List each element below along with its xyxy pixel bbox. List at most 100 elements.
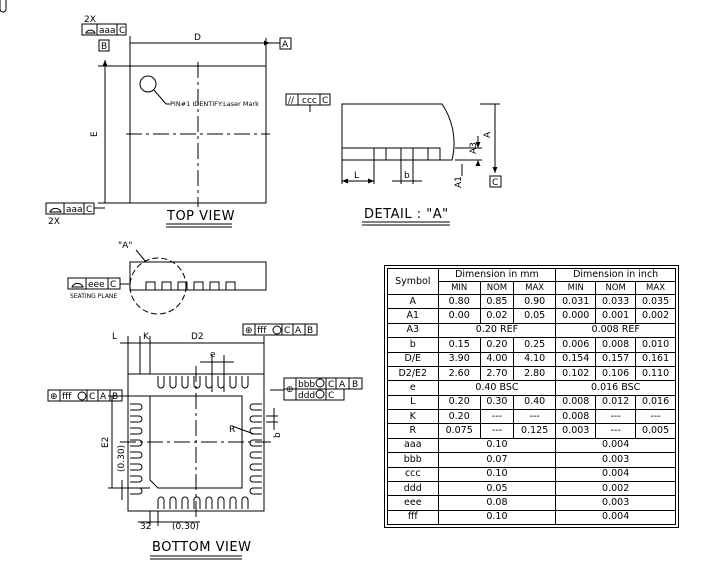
mm-header: Dimension in mm bbox=[437, 268, 557, 282]
sub-header: MIN bbox=[555, 281, 597, 295]
bottom-view-title: BOTTOM VIEW bbox=[152, 540, 251, 555]
span-cell: 0.08 bbox=[437, 495, 557, 511]
value-cell: 0.016 bbox=[635, 394, 676, 411]
datum-c-label-6: C bbox=[284, 326, 290, 336]
value-cell: 2.60 bbox=[437, 365, 481, 382]
dim-a3-label: A3 bbox=[469, 142, 479, 154]
value-cell: 0.00 bbox=[437, 308, 481, 324]
value-cell: 0.031 bbox=[555, 293, 597, 310]
bottom-dim-l: L bbox=[112, 332, 117, 342]
pin1-mark bbox=[139, 75, 157, 93]
value-cell: 0.25 bbox=[513, 337, 557, 353]
parallel-symbol: // bbox=[288, 96, 295, 106]
datum-b-label: B bbox=[101, 42, 107, 52]
symbol-cell: fff bbox=[387, 509, 439, 526]
datum-c-label: C bbox=[119, 26, 125, 36]
value-cell: --- bbox=[513, 408, 557, 425]
bottom-dim-030-v: (0.30) bbox=[117, 445, 127, 472]
value-cell: --- bbox=[635, 408, 676, 425]
datum-b-box bbox=[98, 39, 110, 52]
value-cell: 0.008 bbox=[555, 394, 597, 411]
fff-label: fff bbox=[257, 326, 267, 336]
symbol-cell: ddd bbox=[387, 480, 439, 497]
fff-frame-top bbox=[242, 323, 318, 336]
sub-header: MIN bbox=[437, 281, 481, 295]
exposed-pad bbox=[149, 395, 243, 489]
symbol-header: Symbol bbox=[387, 268, 439, 295]
detail-pad bbox=[400, 147, 414, 161]
position-icon-2: ⊕ bbox=[50, 392, 58, 402]
bottom-dim-b: b bbox=[273, 432, 283, 438]
bottom-view: ⊕ fff C A B ⊕ fff C A B ⊕ bbb C A B ddd … bbox=[0, 0, 363, 560]
bottom-dim-030-h: (0.30) bbox=[172, 522, 199, 532]
value-cell: 0.008 bbox=[555, 408, 597, 425]
ccc-label: ccc bbox=[302, 96, 317, 106]
symbol-cell: R bbox=[387, 423, 439, 439]
profile-icon bbox=[85, 29, 96, 34]
detail-pad bbox=[373, 147, 387, 161]
dim-a-label: A bbox=[483, 131, 493, 138]
detail-body bbox=[341, 103, 455, 161]
ddd-frame bbox=[283, 388, 345, 401]
datum-a-label-2: A bbox=[295, 326, 302, 336]
value-cell: 0.125 bbox=[513, 423, 557, 439]
value-cell: 0.012 bbox=[595, 394, 637, 411]
value-cell: 0.006 bbox=[555, 337, 597, 353]
symbol-cell: ccc bbox=[387, 466, 439, 482]
sub-header: NOM bbox=[595, 281, 637, 295]
value-cell: --- bbox=[479, 423, 515, 439]
value-cell: 0.003 bbox=[555, 423, 597, 439]
datum-c-box bbox=[489, 175, 502, 188]
bottom-dim-e2: E2 bbox=[101, 437, 111, 448]
value-cell: 0.85 bbox=[479, 293, 515, 310]
ddd-label: ddd bbox=[298, 391, 315, 401]
value-cell: 3.90 bbox=[437, 351, 481, 367]
symbol-cell: aaa bbox=[387, 437, 439, 454]
aaa-frame-top bbox=[81, 23, 127, 36]
span-cell: 0.004 bbox=[555, 509, 676, 526]
two-x-label-2: 2X bbox=[48, 217, 60, 227]
datum-a-label-3: A bbox=[100, 392, 107, 402]
aaa-label-2: aaa bbox=[66, 205, 83, 215]
span-cell: 0.20 REF bbox=[437, 322, 557, 339]
two-x-label: 2X bbox=[84, 15, 96, 25]
value-cell: 0.154 bbox=[555, 351, 597, 367]
symbol-cell: A3 bbox=[387, 322, 439, 339]
value-cell: 0.20 bbox=[437, 394, 481, 411]
span-cell: 0.004 bbox=[555, 437, 676, 454]
detail-view-title: DETAIL : "A" bbox=[364, 207, 449, 222]
dim-a1-label: A1 bbox=[454, 176, 464, 188]
symbol-cell: e bbox=[387, 380, 439, 396]
value-cell: 2.80 bbox=[513, 365, 557, 382]
dim-l-label: L bbox=[354, 171, 359, 181]
datum-c-label-7: C bbox=[89, 392, 95, 402]
value-cell: 0.102 bbox=[555, 365, 597, 382]
value-cell: 4.10 bbox=[513, 351, 557, 367]
datum-c-label-4: C bbox=[492, 178, 498, 188]
eee-label: eee bbox=[88, 280, 105, 290]
value-cell: 0.90 bbox=[513, 293, 557, 310]
span-cell: 0.008 REF bbox=[555, 322, 676, 339]
span-cell: 0.002 bbox=[555, 480, 676, 497]
bottom-dim-d2: D2 bbox=[191, 332, 204, 342]
datum-a-label-4: A bbox=[339, 380, 346, 390]
value-cell: 0.002 bbox=[635, 308, 676, 324]
aaa-label: aaa bbox=[99, 26, 116, 36]
value-cell: 0.40 bbox=[513, 394, 557, 411]
value-cell: 0.20 bbox=[437, 408, 481, 425]
datum-b-label-2: B bbox=[307, 326, 313, 336]
detail-a-view: // ccc C A C A3 A1 L bbox=[285, 93, 502, 226]
value-cell: 0.106 bbox=[595, 365, 637, 382]
value-cell: 0.157 bbox=[595, 351, 637, 367]
span-cell: 0.004 bbox=[555, 466, 676, 482]
dim-e-label: E bbox=[90, 131, 100, 137]
symbol-cell: K bbox=[387, 408, 439, 425]
dim-b-label: b bbox=[404, 171, 410, 181]
